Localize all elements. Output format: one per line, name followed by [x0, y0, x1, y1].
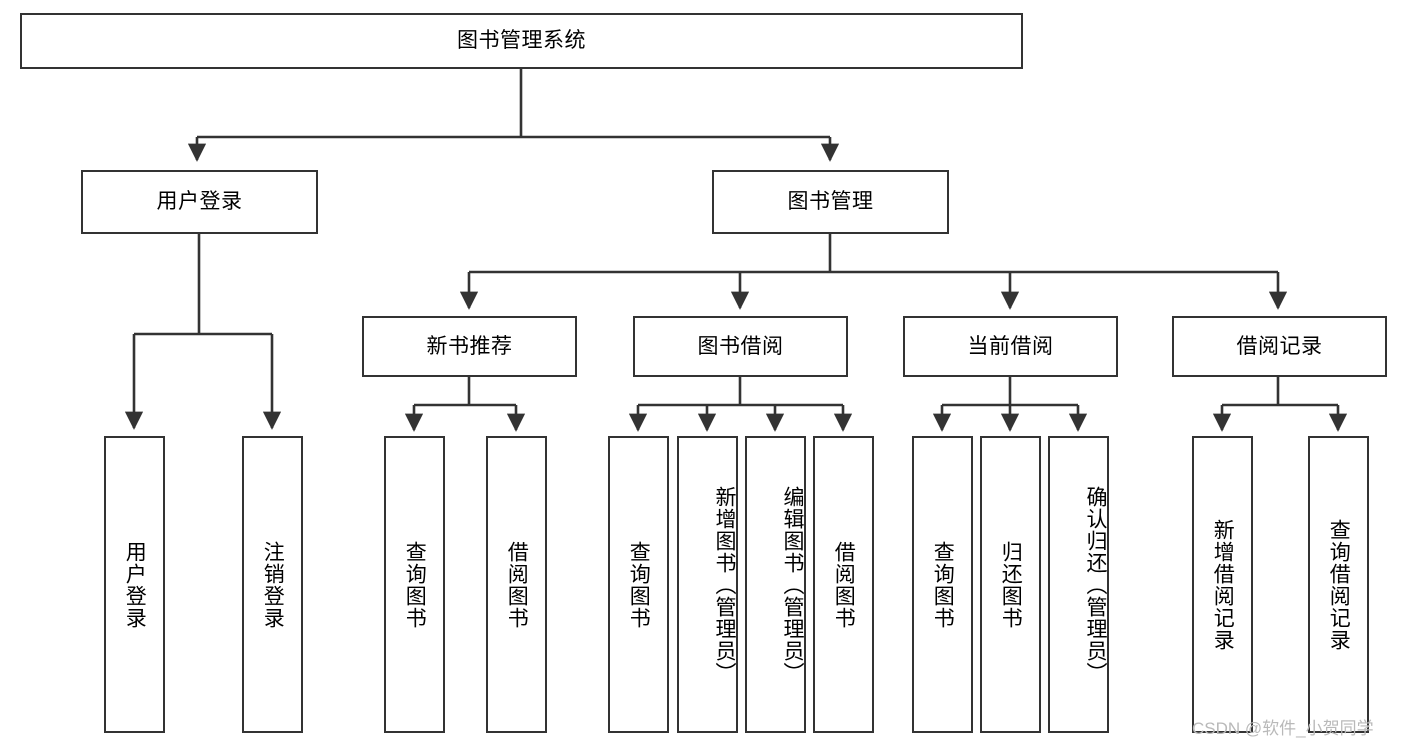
node-leaf-add-borrow-record[interactable]: 新增借阅记录	[1192, 436, 1253, 733]
node-leaf-user-logout[interactable]: 注销登录	[242, 436, 303, 733]
node-leaf-add-book-admin[interactable]: 新增图书（管理员）	[677, 436, 738, 733]
node-leaf-user-login[interactable]: 用户登录	[104, 436, 165, 733]
node-leaf-query-book-borrow[interactable]: 查询图书	[608, 436, 669, 733]
node-leaf-edit-book-admin[interactable]: 编辑图书（管理员）	[745, 436, 806, 733]
node-label: 查询图书	[627, 540, 651, 629]
node-book-manage[interactable]: 图书管理	[712, 170, 949, 234]
node-label: 图书管理	[787, 190, 874, 214]
node-label: 图书管理系统	[457, 29, 586, 53]
node-leaf-borrow-book-recommend[interactable]: 借阅图书	[486, 436, 547, 733]
node-label: 注销登录	[261, 540, 285, 629]
node-current-borrow[interactable]: 当前借阅	[903, 316, 1118, 377]
node-label: 新书推荐	[426, 334, 513, 358]
node-new-book-recommend[interactable]: 新书推荐	[362, 316, 577, 377]
watermark-text: CSDN @软件_小贺同学	[1192, 719, 1374, 738]
node-label: 编辑图书（管理员）	[781, 485, 804, 684]
node-label: 确认归还（管理员）	[1084, 485, 1107, 684]
node-label: 当前借阅	[967, 334, 1054, 358]
node-leaf-query-borrow-record[interactable]: 查询借阅记录	[1308, 436, 1369, 733]
node-label: 查询借阅记录	[1327, 518, 1351, 651]
node-label: 新增图书（管理员）	[713, 485, 736, 684]
node-label: 图书借阅	[697, 334, 784, 358]
node-label: 新增借阅记录	[1211, 518, 1235, 651]
node-leaf-query-book-recommend[interactable]: 查询图书	[384, 436, 445, 733]
node-leaf-borrow-book[interactable]: 借阅图书	[813, 436, 874, 733]
node-label: 归还图书	[999, 540, 1023, 629]
node-label: 查询图书	[931, 540, 955, 629]
node-root-book-management-system[interactable]: 图书管理系统	[20, 13, 1023, 69]
node-label: 借阅图书	[832, 540, 856, 629]
node-label: 借阅记录	[1236, 334, 1323, 358]
node-label: 用户登录	[123, 540, 147, 629]
node-user-login[interactable]: 用户登录	[81, 170, 318, 234]
node-leaf-query-book-current[interactable]: 查询图书	[912, 436, 973, 733]
node-label: 查询图书	[403, 540, 427, 629]
node-label: 借阅图书	[505, 540, 529, 629]
node-label: 用户登录	[156, 190, 243, 214]
node-borrow-record[interactable]: 借阅记录	[1172, 316, 1387, 377]
node-leaf-return-book[interactable]: 归还图书	[980, 436, 1041, 733]
node-leaf-confirm-return-admin[interactable]: 确认归还（管理员）	[1048, 436, 1109, 733]
node-book-borrow[interactable]: 图书借阅	[633, 316, 848, 377]
